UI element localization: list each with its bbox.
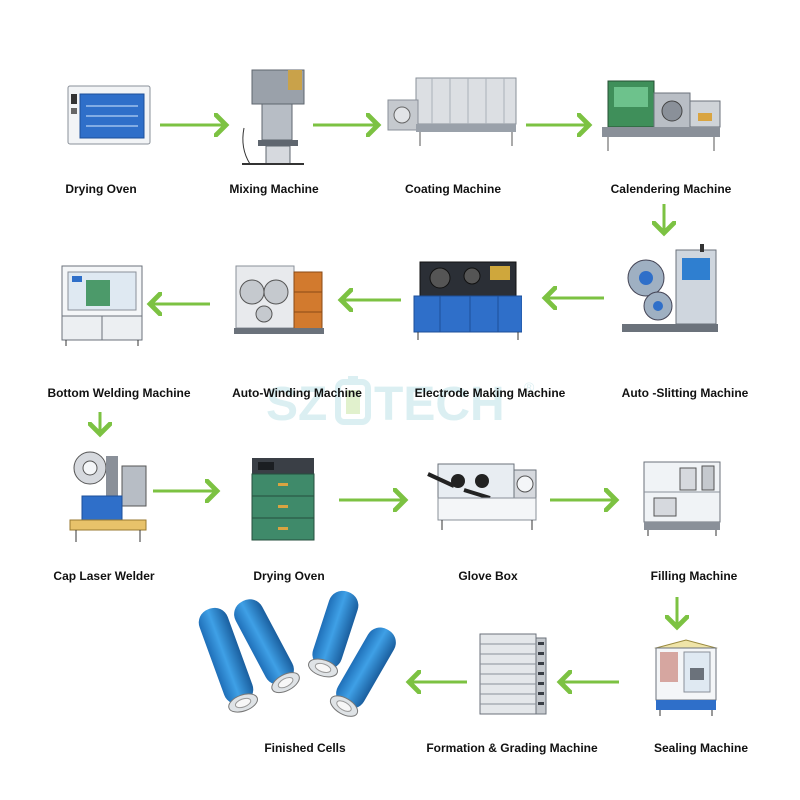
label-drying-oven: Drying Oven bbox=[65, 182, 137, 196]
filling-machine-icon bbox=[643, 461, 721, 536]
label-sealing-machine: Sealing Machine bbox=[653, 741, 749, 755]
label-cap-laser-welder: Cap Laser Welder bbox=[53, 569, 155, 583]
mixing-machine-icon bbox=[242, 69, 305, 165]
watermark-battery-icon bbox=[335, 376, 371, 425]
label-auto-winding-machine: Auto-Winding Machine bbox=[232, 386, 362, 400]
label-calendering-machine: Calendering Machine bbox=[610, 182, 732, 196]
winding-machine-icon bbox=[234, 265, 324, 334]
electrode-making-machine-icon bbox=[413, 261, 522, 340]
drying-oven-icon bbox=[67, 85, 151, 145]
drying-cabinet-icon bbox=[251, 458, 315, 541]
sztech-watermark-logo: SZ TECH ® bbox=[266, 376, 535, 431]
coating-machine-icon bbox=[387, 77, 517, 146]
label-filling-machine: Filling Machine bbox=[650, 569, 738, 583]
label-glove-box: Glove Box bbox=[458, 569, 518, 583]
label-bottom-welding-machine: Bottom Welding Machine bbox=[47, 386, 191, 400]
label-formation-grading-machine: Formation & Grading Machine bbox=[426, 741, 598, 755]
slitting-machine-icon bbox=[622, 244, 718, 332]
glove-box-icon bbox=[427, 463, 537, 530]
label-auto-slitting-machine: Auto -Slitting Machine bbox=[621, 386, 749, 400]
label-mixing-machine: Mixing Machine bbox=[229, 182, 319, 196]
cap-laser-welder-icon bbox=[69, 451, 147, 542]
label-electrode-making-machine: Electrode Making Machine bbox=[414, 386, 566, 400]
sealing-machine-icon bbox=[654, 639, 718, 716]
watermark-text-sz: SZ bbox=[266, 378, 327, 431]
label-drying-oven-2: Drying Oven bbox=[253, 569, 325, 583]
formation-grading-machine-icon bbox=[479, 633, 547, 715]
label-coating-machine: Coating Machine bbox=[404, 182, 501, 196]
finished-cells-icon bbox=[198, 590, 396, 717]
watermark-text-tech: TECH bbox=[374, 378, 505, 431]
calendering-machine-icon bbox=[602, 80, 721, 151]
bottom-welding-machine-icon bbox=[61, 265, 143, 346]
label-finished-cells: Finished Cells bbox=[264, 741, 346, 755]
watermark-registered-mark: ® bbox=[524, 379, 535, 395]
